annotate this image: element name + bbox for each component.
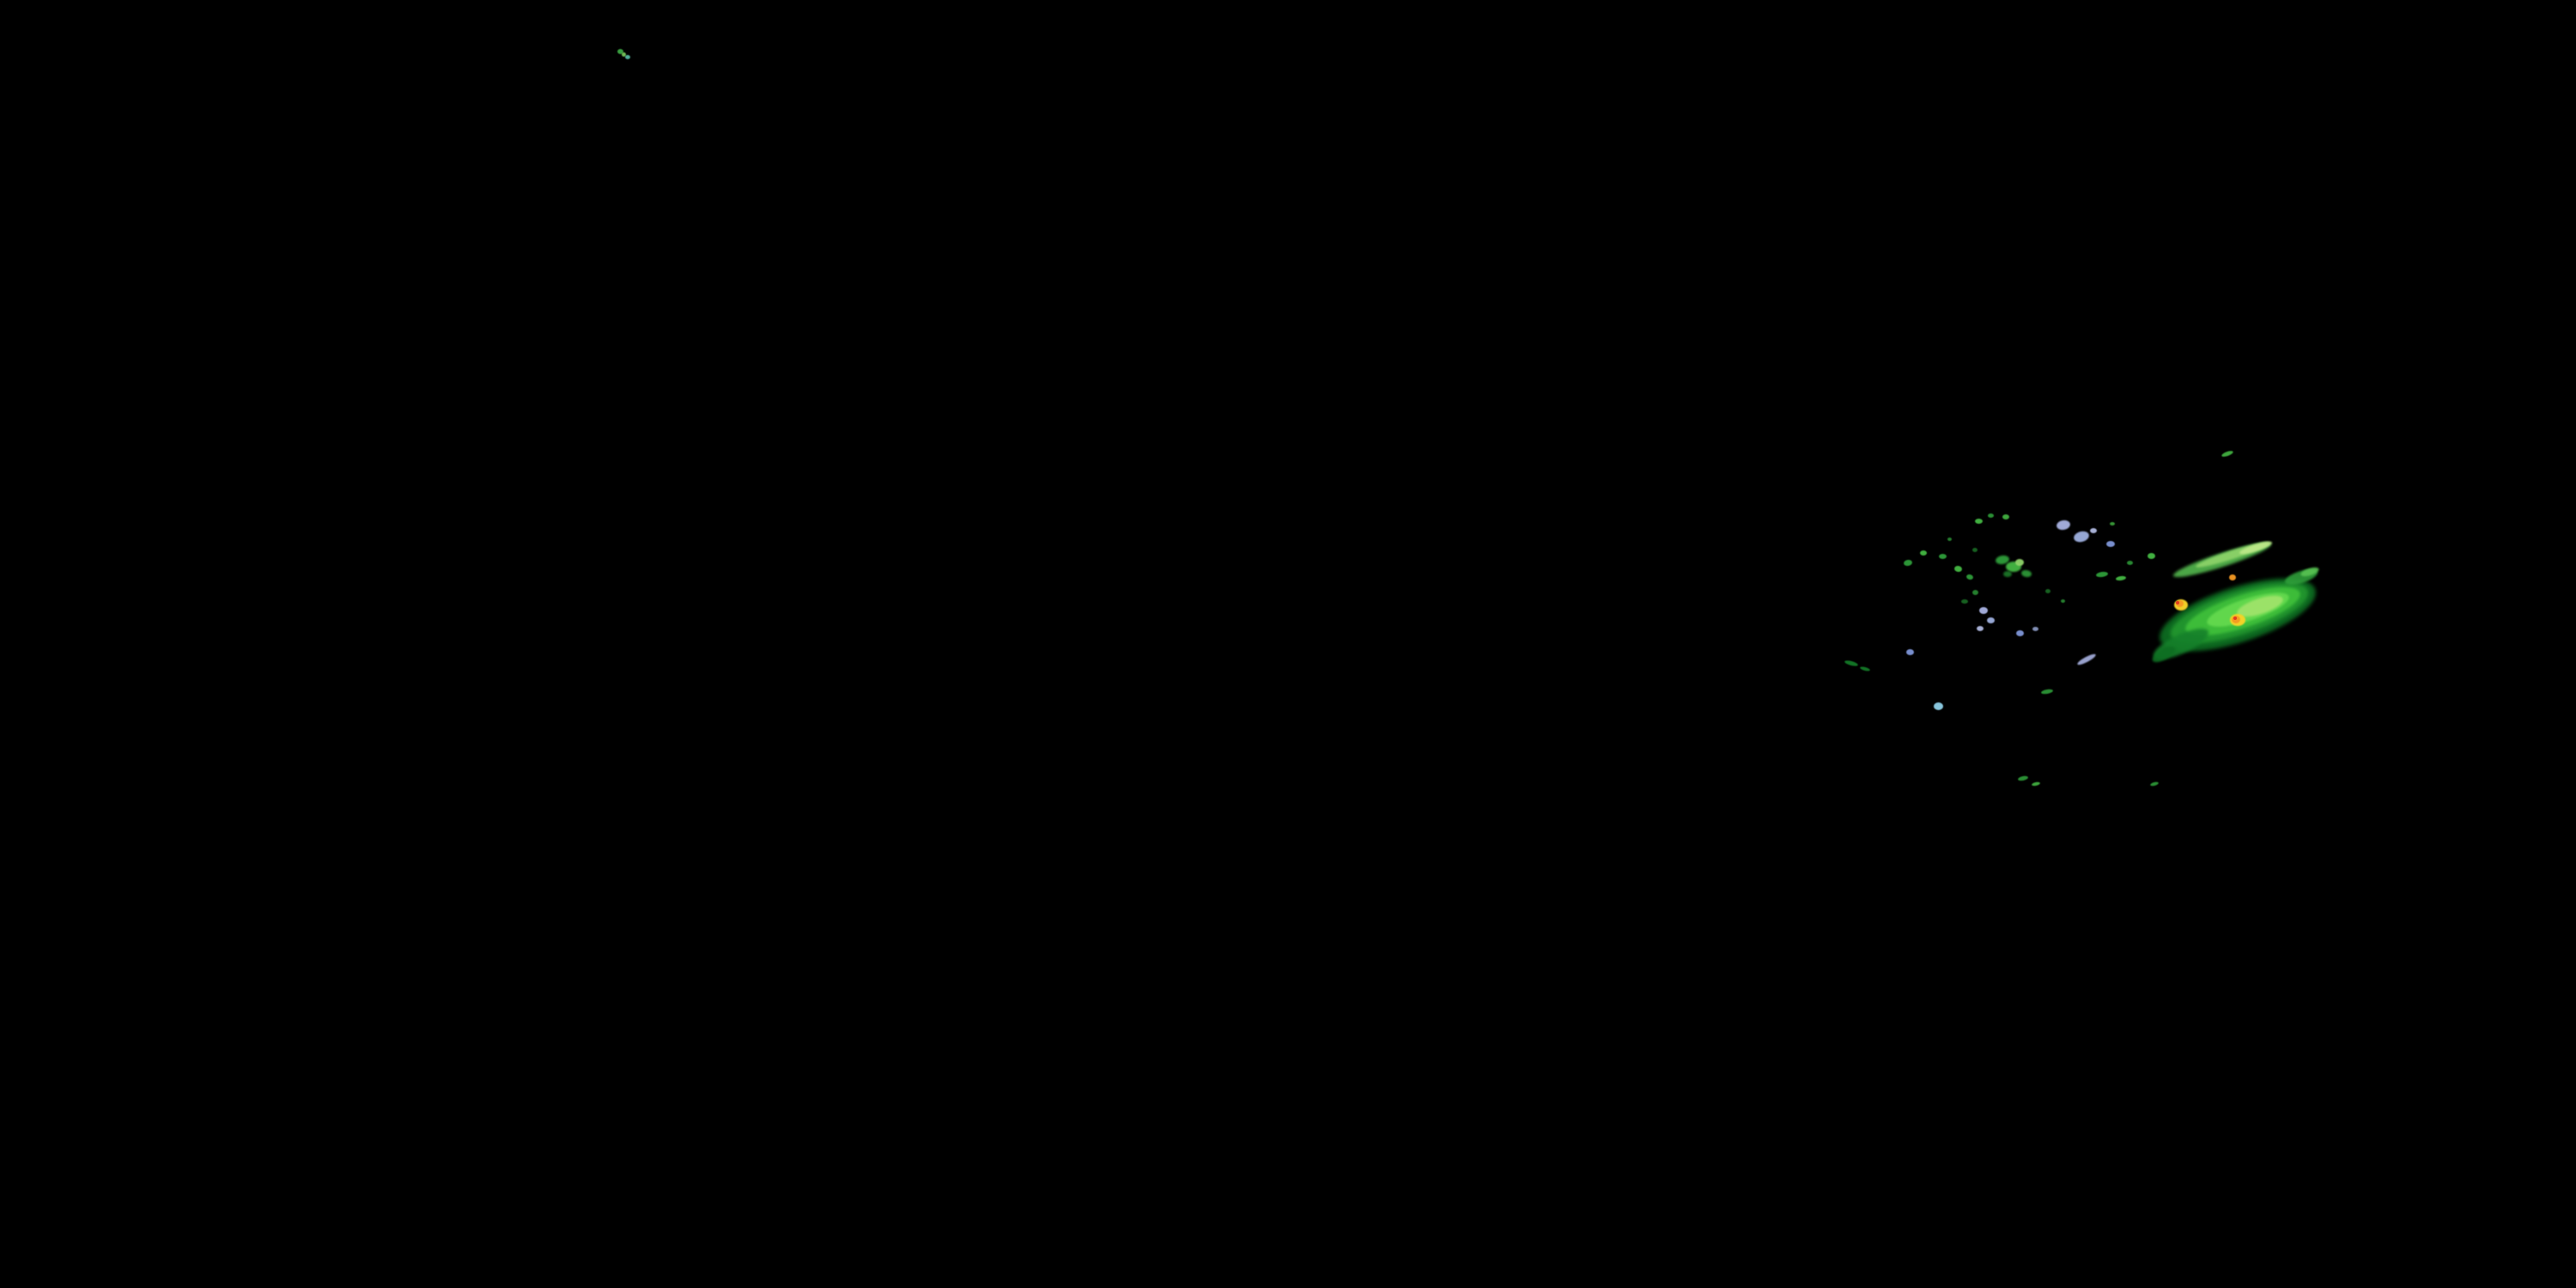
- radar-echo: [2151, 563, 2324, 666]
- radar-echo: [2002, 514, 2009, 519]
- radar-echo: [1974, 519, 1983, 524]
- radar-echo: [2020, 569, 2032, 578]
- radar-echo: [1859, 665, 1871, 672]
- radar-echo: [1972, 547, 1978, 552]
- radar-echo: [2238, 539, 2274, 556]
- radar-echo: [1995, 554, 2010, 566]
- radar-echo: [2221, 449, 2234, 458]
- radar-echo: [2060, 599, 2065, 603]
- radar-echo: [1987, 513, 1994, 518]
- radar-echo: [2194, 538, 2271, 571]
- radar-echo: [2072, 529, 2091, 544]
- radar-echo: [1903, 558, 1913, 567]
- radar-echo: [2174, 598, 2188, 611]
- radar-echo: [1977, 626, 1984, 631]
- radar-echo: [1961, 598, 1968, 604]
- radar-echo: [2176, 601, 2179, 605]
- radar-echo: [1933, 702, 1943, 710]
- radar-echo: [2175, 600, 2184, 607]
- radar-echo: [2234, 591, 2286, 622]
- radar-echo: [2150, 643, 2178, 665]
- radar-echo: [2110, 522, 2115, 526]
- radar-echo: [1965, 574, 1974, 580]
- radar-echo: [2003, 570, 2012, 577]
- radar-echo: [1938, 554, 1947, 559]
- radar-echo: [617, 49, 623, 54]
- radar-echo: [1979, 607, 1988, 614]
- radar-echo: [1971, 590, 1978, 595]
- radar-echo: [2171, 537, 2274, 583]
- radar-echo: [2282, 566, 2320, 588]
- radar-echo: [2229, 574, 2236, 580]
- radar-echo: [2230, 614, 2245, 626]
- radar-echo: [2056, 519, 2071, 531]
- radar-echo: [2180, 577, 2306, 646]
- radar-echo: [1905, 648, 1914, 655]
- radar-echo: [2233, 617, 2237, 620]
- radar-echo: [2095, 571, 2109, 578]
- radar-echo: [2106, 540, 2115, 547]
- radar-echo: [2032, 626, 2038, 631]
- radar-echo: [2115, 574, 2127, 581]
- radar-echo: [2147, 552, 2155, 559]
- radar-echo: [2017, 775, 2029, 781]
- radar-echo: [2300, 565, 2320, 579]
- radar-echo: [2149, 623, 2213, 665]
- radar-echo: [2015, 559, 2024, 566]
- radar-echo: [2232, 615, 2240, 623]
- radar-echo: [2126, 560, 2133, 565]
- radar-echo: [2164, 570, 2315, 656]
- radar-echo: [621, 52, 626, 57]
- radar-echo: [1986, 617, 1995, 623]
- radar-echo: [2090, 528, 2097, 533]
- radar-echo: [2045, 588, 2050, 593]
- radar-echo: [2149, 781, 2160, 787]
- radar-echo: [2075, 652, 2098, 667]
- radar-echo: [2006, 562, 2021, 572]
- radar-echo: [1844, 659, 1859, 667]
- radar-echo: [1947, 538, 1952, 541]
- radar-echo: [2031, 781, 2041, 787]
- radar-echo: [1920, 550, 1927, 556]
- radar-echo: [2040, 688, 2054, 695]
- radar-echo: [625, 54, 630, 59]
- radar-echo: [1953, 564, 1963, 573]
- radar-echo: [2015, 629, 2024, 636]
- radar-echo: [2203, 586, 2293, 634]
